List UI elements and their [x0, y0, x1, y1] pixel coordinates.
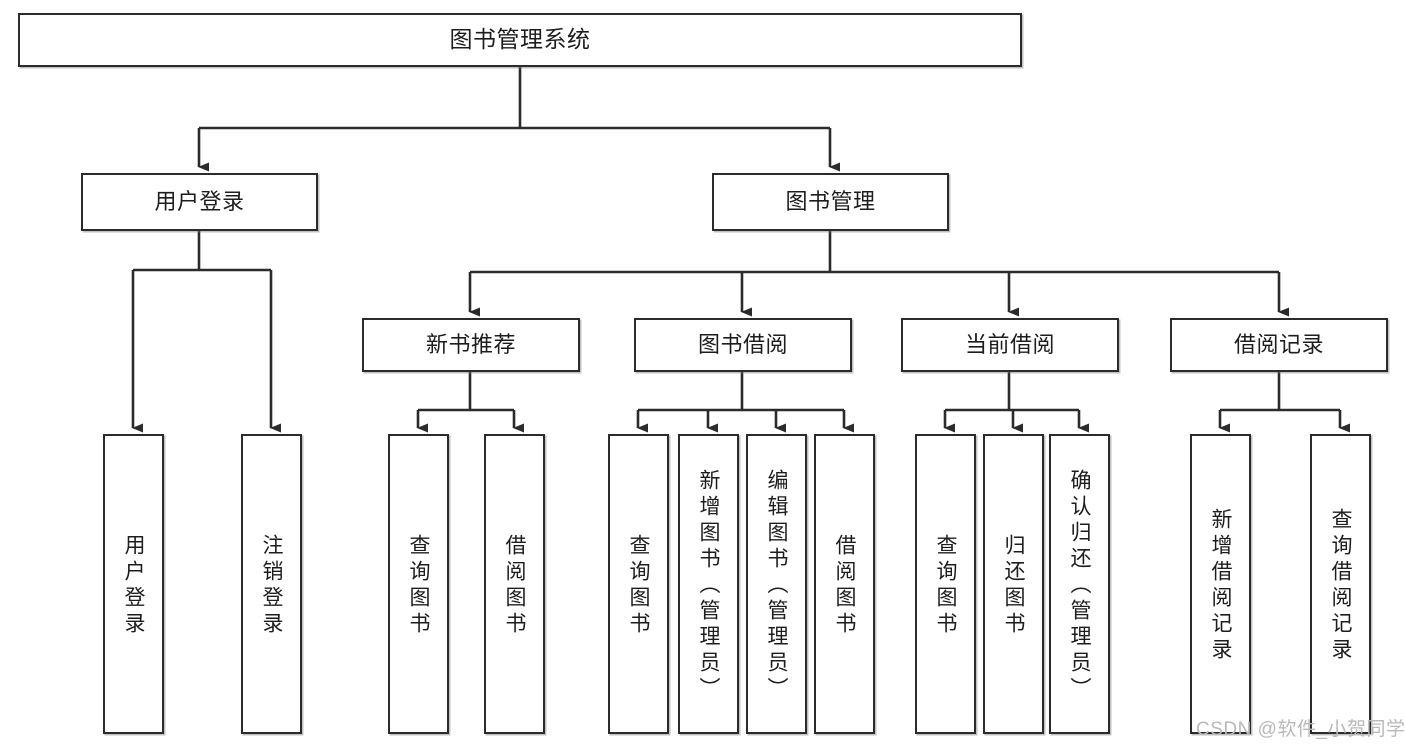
node-user-login[interactable]: 用户登录 [81, 173, 318, 231]
leaf-return-book[interactable]: 归还图书 [983, 434, 1044, 734]
node-new-book-recommend[interactable]: 新书推荐 [362, 318, 580, 372]
csdn-watermark: CSDN @软件_小贺同学 [1196, 719, 1405, 740]
leaf-add-book[interactable]: 新增图书（管理员） [678, 434, 739, 734]
leaf-query-book-borrow[interactable]: 查询图书 [608, 434, 669, 734]
node-label: 新增图书（管理员） [697, 469, 720, 703]
node-label: 归还图书 [1002, 534, 1025, 638]
leaf-query-borrow-record[interactable]: 查询借阅记录 [1310, 434, 1371, 734]
node-book-borrow[interactable]: 图书借阅 [634, 318, 852, 372]
node-label: 编辑图书（管理员） [765, 469, 788, 703]
leaf-query-book-current[interactable]: 查询图书 [915, 434, 976, 734]
node-label: 新书推荐 [425, 332, 516, 358]
node-label: 图书借阅 [697, 332, 788, 358]
node-label: 当前借阅 [964, 332, 1055, 358]
node-label: 借阅记录 [1233, 332, 1324, 358]
node-label: 新增借阅记录 [1209, 508, 1232, 664]
node-label: 查询图书 [627, 534, 650, 638]
node-label: 确认归还（管理员） [1068, 469, 1091, 703]
node-label: 图书管理系统 [449, 26, 591, 53]
node-label: 用户登录 [154, 189, 245, 215]
node-label: 借阅图书 [833, 534, 856, 638]
node-label: 查询借阅记录 [1329, 508, 1352, 664]
leaf-query-book-rec[interactable]: 查询图书 [388, 434, 449, 734]
leaf-confirm-return[interactable]: 确认归还（管理员） [1049, 434, 1110, 734]
leaf-edit-book[interactable]: 编辑图书（管理员） [746, 434, 807, 734]
node-label: 借阅图书 [503, 534, 526, 638]
node-root-system[interactable]: 图书管理系统 [18, 13, 1022, 67]
node-label: 查询图书 [934, 534, 957, 638]
node-current-borrow[interactable]: 当前借阅 [901, 318, 1119, 372]
node-book-manage[interactable]: 图书管理 [712, 173, 949, 231]
leaf-user-login[interactable]: 用户登录 [103, 434, 164, 734]
node-label: 图书管理 [785, 189, 876, 215]
node-label: 用户登录 [122, 534, 145, 638]
node-label: 注销登录 [260, 534, 283, 638]
leaf-add-borrow-record[interactable]: 新增借阅记录 [1190, 434, 1251, 734]
leaf-logout[interactable]: 注销登录 [241, 434, 302, 734]
leaf-borrow-book[interactable]: 借阅图书 [814, 434, 875, 734]
leaf-borrow-book-rec[interactable]: 借阅图书 [484, 434, 545, 734]
node-label: 查询图书 [407, 534, 430, 638]
node-borrow-record[interactable]: 借阅记录 [1170, 318, 1388, 372]
